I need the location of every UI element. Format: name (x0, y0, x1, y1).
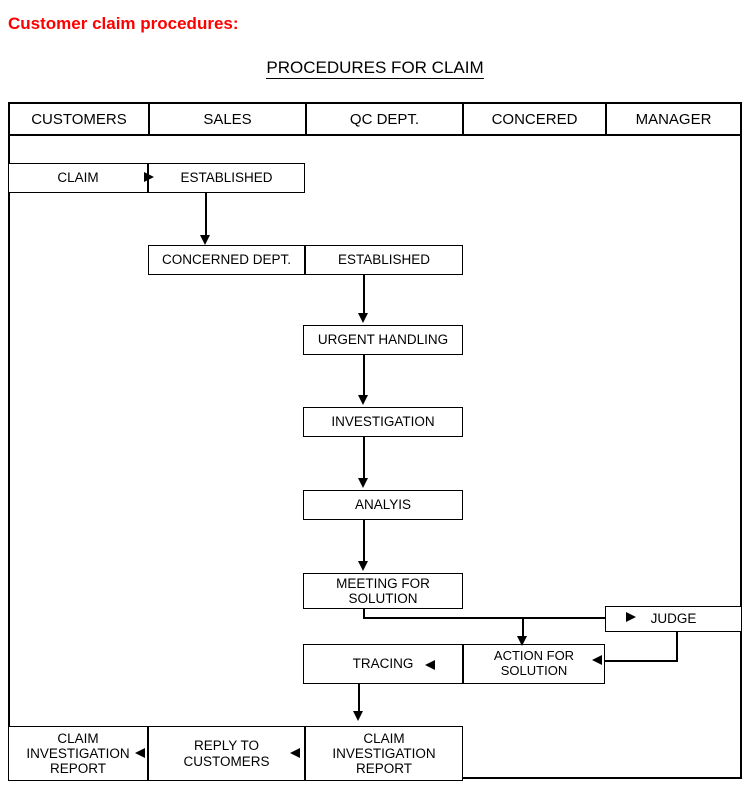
edge-tracing-report-arrowhead (353, 711, 363, 721)
edge-judge-action-arrowhead (592, 655, 602, 665)
edge-meeting-judge-line (363, 617, 628, 619)
edge-analyis-meeting-line (363, 520, 365, 565)
edge-established-concerned-arrowhead (200, 235, 210, 245)
lane-header-row: CUSTOMERS SALES QC DEPT. CONCERED MANAGE… (10, 104, 740, 136)
node-action-for-solution: ACTION FOR SOLUTION (463, 644, 605, 684)
node-claim: CLAIM (8, 163, 148, 193)
edge-tracing-report-line (358, 684, 360, 714)
edge-urgent-investigation-line (363, 355, 365, 399)
edge-meeting-judge-arrowhead (626, 612, 636, 622)
edge-analyis-meeting-arrowhead (358, 561, 368, 571)
edge-established-urgent-arrowhead (358, 313, 368, 323)
node-investigation: INVESTIGATION (303, 407, 463, 437)
node-established-qc: ESTABLISHED (305, 245, 463, 275)
edge-reply-reportcustomer-arrowhead (135, 748, 145, 758)
edge-urgent-investigation-arrowhead (358, 395, 368, 405)
lane-header-customers: CUSTOMERS (10, 104, 150, 134)
lane-header-sales: SALES (150, 104, 307, 134)
edge-judge-action-vline (676, 632, 678, 662)
chart-title-text: PROCEDURES FOR CLAIM (266, 58, 484, 79)
lane-header-qc-dept: QC DEPT. (307, 104, 464, 134)
edge-meeting-action-line (522, 617, 524, 639)
lane-header-concered: CONCERED (464, 104, 607, 134)
edge-action-tracing-arrowhead (425, 660, 435, 670)
lane-header-manager: MANAGER (635, 110, 712, 128)
node-report-customer: CLAIM INVESTIGATION REPORT (8, 726, 148, 781)
node-concerned-dept: CONCERNED DEPT. (148, 245, 305, 275)
edge-investigation-analyis-arrowhead (358, 478, 368, 488)
edge-meeting-judge-stub (363, 609, 365, 619)
edge-judge-action-hline (600, 660, 678, 662)
node-report-qc: CLAIM INVESTIGATION REPORT (305, 726, 463, 781)
node-established-sales: ESTABLISHED (148, 163, 305, 193)
node-analyis: ANALYIS (303, 490, 463, 520)
edge-claim-established-arrowhead (144, 172, 154, 182)
node-reply-to-customers: REPLY TO CUSTOMERS (148, 726, 305, 781)
edge-investigation-analyis-line (363, 437, 365, 482)
edge-reportqc-reply-arrowhead (290, 748, 300, 758)
node-tracing: TRACING (303, 644, 463, 684)
node-urgent-handling: URGENT HANDLING (303, 325, 463, 355)
node-meeting-for-solution: MEETING FOR SOLUTION (303, 573, 463, 609)
edge-meeting-action-arrowhead (517, 636, 527, 646)
edge-established-concerned-line (205, 193, 207, 239)
chart-title: PROCEDURES FOR CLAIM (0, 58, 750, 79)
page-heading: Customer claim procedures: (8, 14, 239, 33)
edge-established-urgent-line (363, 275, 365, 317)
